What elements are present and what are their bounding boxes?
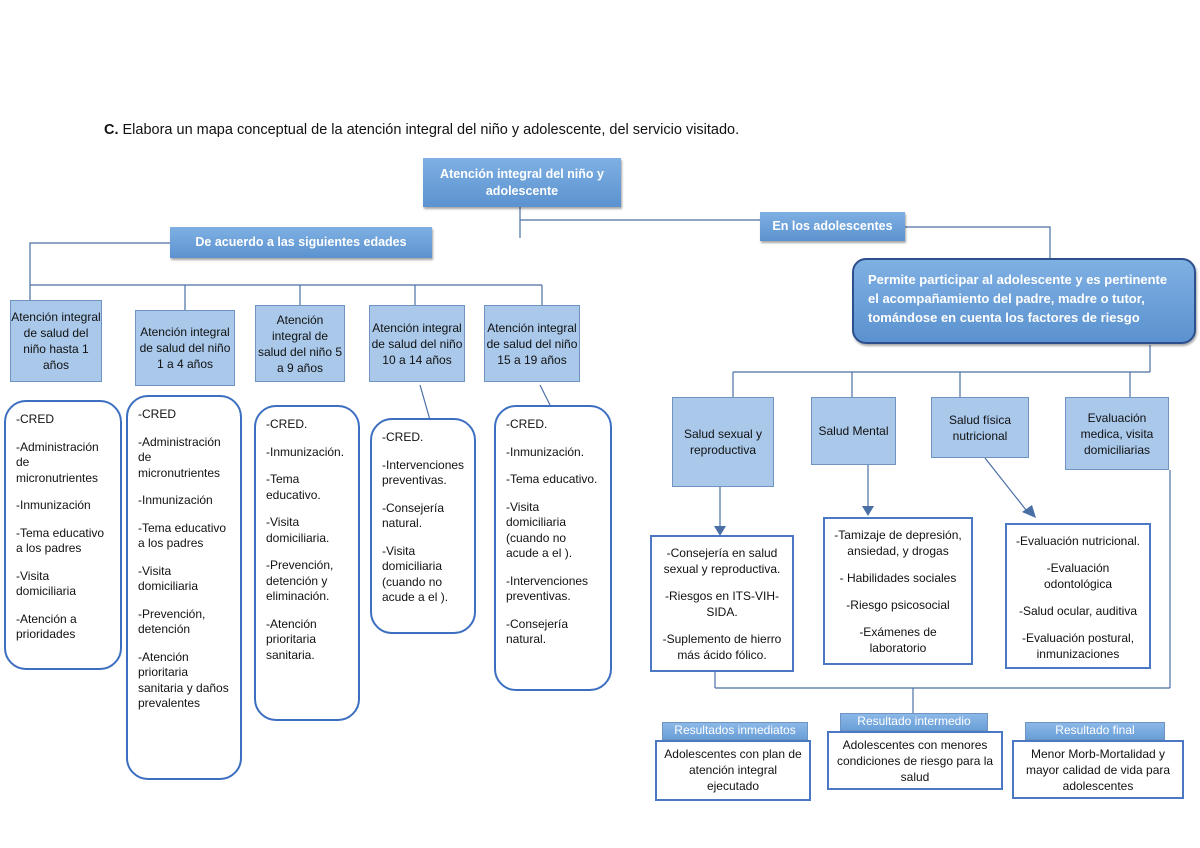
result-label-final-text: Resultado final: [1055, 723, 1135, 737]
list-item: -Consejería natural.: [506, 616, 569, 647]
heading-text: Elabora un mapa conceptual de la atenció…: [122, 122, 740, 138]
result-label-immediate: Resultados inmediatos: [662, 722, 808, 740]
area-list-mental: -Tamizaje de depresión, ansiedad, y drog…: [823, 517, 973, 665]
page-heading: C.Elabora un mapa conceptual de la atenc…: [104, 122, 804, 138]
list-item: -Administración de micronutrientes: [138, 434, 221, 480]
list-item: -Inmunización.: [506, 444, 585, 459]
list-item: -Exámenes de laboratorio: [859, 625, 937, 655]
age-group-title-3: Atención integral de salud del niño 5 a …: [257, 312, 343, 375]
area-box-mental: Salud Mental: [811, 397, 896, 465]
result-label-intermediate-text: Resultado intermedio: [857, 714, 971, 728]
age-group-list-5: -CRED. -Inmunización. -Tema educativo. -…: [494, 405, 612, 691]
area-box-physical: Salud física nutricional: [931, 397, 1029, 458]
list-item: -Tema educativo.: [506, 472, 598, 486]
age-group-box-5: Atención integral de salud del niño 15 a…: [484, 305, 580, 382]
result-box-intermediate: Adolescentes con menores condiciones de …: [827, 731, 1003, 790]
age-group-list-2: -CRED -Administración de micronutrientes…: [126, 395, 242, 780]
area-title-mental: Salud Mental: [818, 424, 889, 438]
list-item: -Visita domiciliaria: [138, 563, 199, 594]
result-text-immediate: Adolescentes con plan de atención integr…: [664, 747, 802, 793]
area-list-sexual: -Consejería en salud sexual y reproducti…: [650, 535, 794, 672]
right-branch-node: En los adolescentes: [760, 212, 905, 241]
root-node-label: Atención integral del niño y adolescente: [440, 166, 604, 198]
list-item: -Tema educativo a los padres: [138, 520, 227, 551]
list-item: -Riesgos en ITS-VIH-SIDA.: [664, 589, 780, 619]
age-group-title-4: Atención integral de salud del niño 10 a…: [371, 320, 463, 367]
result-box-immediate: Adolescentes con plan de atención integr…: [655, 740, 811, 801]
age-group-box-4: Atención integral de salud del niño 10 a…: [369, 305, 465, 382]
list-item: -Intervenciones preventivas.: [506, 573, 589, 604]
list-item: -Suplemento de hierro más ácido fólico.: [662, 632, 782, 662]
result-label-intermediate: Resultado intermedio: [840, 713, 988, 731]
list-item: -Visita domiciliaria (cuando no acude a …: [382, 543, 449, 605]
left-branch-node: De acuerdo a las siguientes edades: [170, 227, 432, 258]
age-group-box-1: Atención integral de salud del niño hast…: [10, 300, 102, 382]
list-item: -CRED: [138, 407, 176, 421]
age-group-title-2: Atención integral de salud del niño 1 a …: [139, 325, 231, 371]
list-item: -Consejería en salud sexual y reproducti…: [663, 546, 781, 576]
result-text-final: Menor Morb-Mortalidad y mayor calidad de…: [1025, 747, 1171, 793]
left-branch-label: De acuerdo a las siguientes edades: [195, 235, 407, 249]
list-item: -CRED: [16, 412, 54, 426]
list-item: -Prevención, detención y eliminación.: [266, 558, 334, 603]
list-item: -Administración de micronutrientes: [16, 439, 99, 485]
result-label-immediate-text: Resultados inmediatos: [674, 723, 796, 737]
list-item: -Tamizaje de depresión, ansiedad, y drog…: [834, 528, 962, 558]
list-item: -Tema educativo a los padres: [16, 525, 105, 556]
list-item: -Consejería natural.: [382, 500, 445, 531]
list-item: -CRED.: [382, 430, 424, 444]
age-group-title-1: Atención integral de salud del niño hast…: [11, 310, 101, 372]
age-group-box-3: Atención integral de salud del niño 5 a …: [255, 305, 345, 382]
list-item: -Visita domiciliaria.: [266, 515, 330, 545]
adolescent-participation-text: Permite participar al adolescente y es p…: [868, 272, 1168, 325]
list-item: -Tema educativo.: [266, 472, 321, 502]
list-item: -Evaluación odontológica: [1043, 561, 1113, 591]
list-item: -Atención prioritaria sanitaria y daños …: [138, 649, 229, 711]
root-node: Atención integral del niño y adolescente: [423, 158, 621, 207]
area-box-evaluation: Evaluación medica, visita domiciliarias: [1065, 397, 1169, 470]
right-branch-label: En los adolescentes: [772, 219, 893, 233]
list-item: -CRED.: [506, 417, 548, 431]
list-item: -Riesgo psicosocial: [846, 598, 950, 612]
list-item: -Atención a prioridades: [16, 611, 77, 642]
list-item: -Evaluación nutricional.: [1015, 534, 1141, 548]
list-item: -Inmunización: [16, 498, 91, 512]
list-item: -Inmunización.: [266, 444, 345, 459]
age-group-list-4: -CRED. -Intervenciones preventivas. -Con…: [370, 418, 476, 634]
list-item: -Inmunización: [138, 493, 213, 507]
result-box-final: Menor Morb-Mortalidad y mayor calidad de…: [1012, 740, 1184, 799]
age-group-title-5: Atención integral de salud del niño 15 a…: [486, 320, 578, 367]
list-item: -Visita domiciliaria (cuando no acude a …: [506, 499, 573, 561]
list-item: -Salud ocular, auditiva: [1018, 604, 1138, 618]
adolescent-participation-node: Permite participar al adolescente y es p…: [852, 258, 1196, 344]
list-item: -CRED.: [266, 417, 308, 431]
area-title-sexual: Salud sexual y reproductiva: [683, 427, 763, 457]
list-item: -Intervenciones preventivas.: [382, 457, 465, 488]
area-box-sexual: Salud sexual y reproductiva: [672, 397, 774, 487]
result-label-final: Resultado final: [1025, 722, 1165, 740]
area-list-physical: -Evaluación nutricional. -Evaluación odo…: [1005, 523, 1151, 669]
age-group-list-1: -CRED -Administración de micronutrientes…: [4, 400, 122, 670]
area-title-physical: Salud física nutricional: [948, 412, 1012, 443]
result-text-intermediate: Adolescentes con menores condiciones de …: [836, 738, 994, 784]
list-item: -Atención prioritaria sanitaria.: [266, 616, 317, 662]
list-item: -Prevención, detención: [138, 606, 206, 637]
list-item: - Habilidades sociales: [839, 571, 957, 585]
list-item: -Visita domiciliaria: [16, 568, 77, 599]
list-item: -Evaluación postural, inmunizaciones: [1021, 631, 1135, 661]
area-title-evaluation: Evaluación medica, visita domiciliarias: [1080, 410, 1154, 457]
heading-letter: C.: [104, 122, 119, 138]
age-group-box-2: Atención integral de salud del niño 1 a …: [135, 310, 235, 386]
age-group-list-3: -CRED. -Inmunización. -Tema educativo. -…: [254, 405, 360, 721]
